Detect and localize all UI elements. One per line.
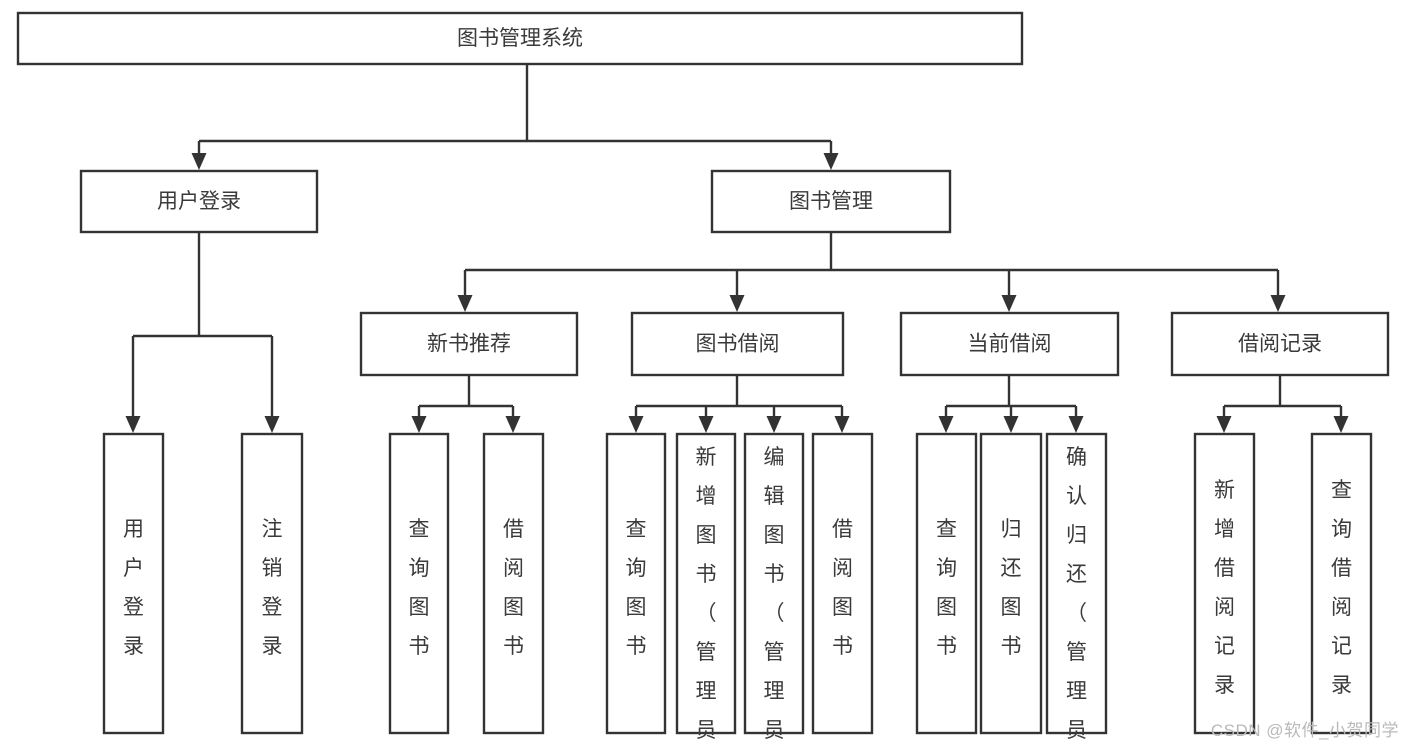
node-leaf-确认归还（管理员）[interactable]: 确认归还（管理员） (1045, 432, 1108, 747)
node-level2-借阅记录[interactable]: 借阅记录 (1170, 311, 1390, 377)
node-label: 确认归还（管理员） (1066, 446, 1087, 747)
connector-new-book-to-leaves (411, 375, 521, 433)
node-label: 注销登录 (262, 518, 283, 658)
node-leaf-归还图书[interactable]: 归还图书 (979, 432, 1043, 735)
node-box[interactable] (359, 311, 579, 377)
node-level2-当前借阅[interactable]: 当前借阅 (899, 311, 1120, 377)
node-box[interactable] (743, 432, 805, 735)
watermark-label: CSDN @软件_小贺同学 (1210, 721, 1399, 740)
node-label: 图书借阅 (696, 333, 780, 356)
node-box[interactable] (102, 432, 165, 735)
node-level1-用户登录[interactable]: 用户登录 (79, 169, 319, 234)
node-leaf-查询图书[interactable]: 查询图书 (605, 432, 667, 735)
node-label: 归还图书 (1001, 518, 1022, 658)
connector-root-to-level1 (191, 64, 839, 170)
node-leaf-用户登录[interactable]: 用户登录 (102, 432, 165, 735)
node-box[interactable] (979, 432, 1043, 735)
node-label: 查询图书 (936, 518, 957, 658)
node-label: 新书推荐 (427, 333, 511, 356)
node-leaf-新增图书（管理员）[interactable]: 新增图书（管理员） (675, 432, 737, 747)
nodes-layer: 图书管理系统用户登录图书管理新书推荐图书借阅当前借阅借阅记录用户登录注销登录查询… (16, 11, 1390, 747)
node-label: 借阅图书 (832, 518, 853, 658)
node-label: 新增借阅记录 (1214, 479, 1235, 697)
node-label: 编辑图书（管理员） (764, 446, 785, 747)
node-label: 图书管理系统 (457, 27, 583, 50)
node-label: 新增图书（管理员） (696, 446, 717, 747)
node-leaf-编辑图书（管理员）[interactable]: 编辑图书（管理员） (743, 432, 805, 747)
node-label: 用户登录 (157, 190, 241, 213)
node-leaf-查询图书[interactable]: 查询图书 (388, 432, 450, 735)
node-leaf-查询图书[interactable]: 查询图书 (915, 432, 978, 735)
node-level2-图书借阅[interactable]: 图书借阅 (630, 311, 845, 377)
node-label: 查询图书 (626, 518, 647, 658)
node-label: 当前借阅 (968, 333, 1052, 356)
connector-user-login-to-leaves (125, 232, 280, 433)
node-box[interactable] (1310, 432, 1373, 735)
node-box[interactable] (915, 432, 978, 735)
connectors-layer (125, 64, 1349, 433)
node-box[interactable] (240, 432, 304, 735)
node-box[interactable] (16, 11, 1024, 66)
connector-records-to-leaves (1216, 375, 1349, 433)
node-root-图书管理系统[interactable]: 图书管理系统 (16, 11, 1024, 66)
node-level1-图书管理[interactable]: 图书管理 (710, 169, 952, 234)
node-leaf-借阅图书[interactable]: 借阅图书 (482, 432, 545, 735)
connector-borrow-to-leaves (628, 375, 850, 433)
node-box[interactable] (675, 432, 737, 735)
node-box[interactable] (1193, 432, 1256, 735)
node-box[interactable] (482, 432, 545, 735)
node-box[interactable] (811, 432, 874, 735)
node-level2-新书推荐[interactable]: 新书推荐 (359, 311, 579, 377)
node-label: 用户登录 (123, 518, 144, 658)
node-box[interactable] (710, 169, 952, 234)
node-leaf-注销登录[interactable]: 注销登录 (240, 432, 304, 735)
node-leaf-借阅图书[interactable]: 借阅图书 (811, 432, 874, 735)
node-leaf-新增借阅记录[interactable]: 新增借阅记录 (1193, 432, 1256, 735)
node-box[interactable] (899, 311, 1120, 377)
connector-current-borrow-to-leaves (938, 375, 1084, 433)
node-box[interactable] (630, 311, 845, 377)
node-box[interactable] (1045, 432, 1108, 735)
node-label: 查询图书 (409, 518, 430, 658)
node-box[interactable] (1170, 311, 1390, 377)
node-label: 借阅记录 (1238, 333, 1322, 356)
node-leaf-查询借阅记录[interactable]: 查询借阅记录 (1310, 432, 1373, 735)
node-box[interactable] (79, 169, 319, 234)
connector-book-mgmt-to-level2 (457, 232, 1286, 312)
node-box[interactable] (605, 432, 667, 735)
node-box[interactable] (388, 432, 450, 735)
node-label: 图书管理 (789, 190, 873, 213)
node-label: 借阅图书 (503, 518, 524, 658)
node-label: 查询借阅记录 (1331, 479, 1352, 697)
